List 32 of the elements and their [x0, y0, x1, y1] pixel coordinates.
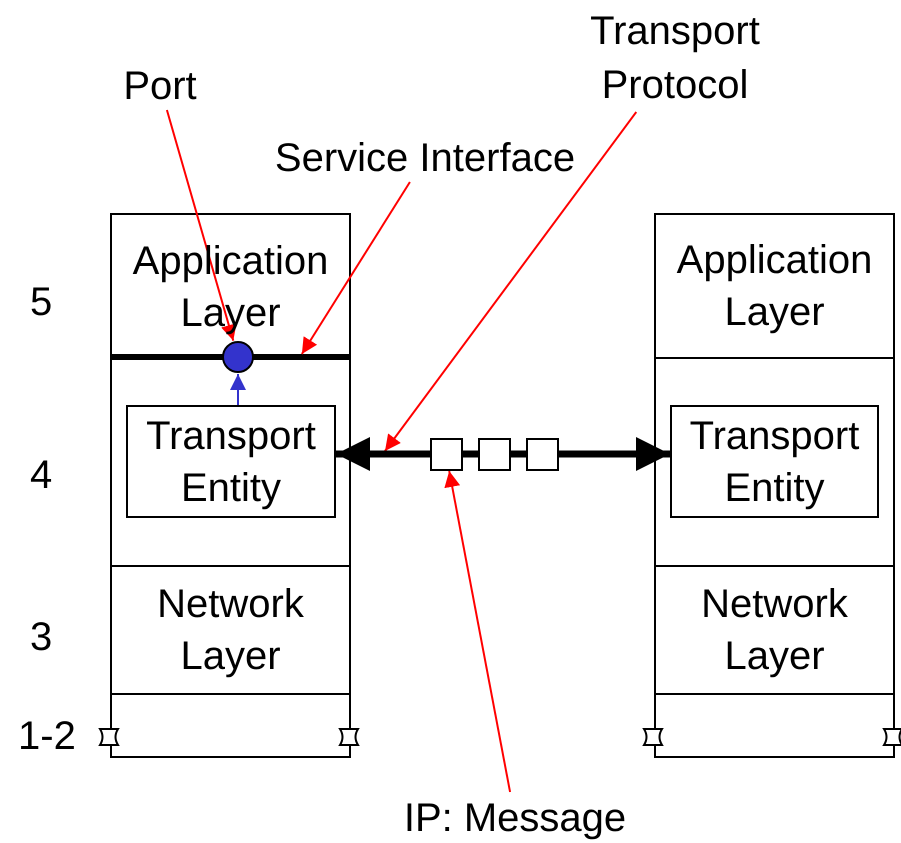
double-arrow — [559, 437, 670, 471]
entity-box — [670, 405, 879, 518]
layer-name: Network Layer — [700, 581, 849, 680]
layer-number: 1-2 — [18, 716, 76, 756]
layer-name: Application Layer — [676, 237, 874, 336]
callout-text: Service Interface — [250, 134, 600, 182]
message-packet — [478, 438, 511, 471]
message-packet — [430, 438, 463, 471]
leader-line — [384, 111, 638, 452]
message-packet — [526, 438, 559, 471]
layer-box — [110, 357, 351, 567]
entity-box — [126, 405, 336, 518]
callout-text: Port — [110, 62, 210, 110]
leader-line — [444, 470, 512, 792]
callout-text: Transport Protocol — [570, 4, 780, 112]
port-circle — [222, 341, 254, 373]
layer-number: 5 — [30, 282, 52, 322]
layer-name: Transport Entity — [145, 412, 317, 512]
layer-box — [654, 565, 895, 695]
layer-box — [110, 693, 351, 758]
callout-text: IP: Message — [370, 792, 660, 843]
layer-number: 3 — [30, 617, 52, 657]
double-arrow — [336, 437, 430, 471]
layer-box — [654, 693, 895, 758]
leader-line — [301, 181, 411, 355]
layer-box — [654, 213, 895, 359]
layer-name: Transport Entity — [688, 412, 860, 512]
layer-name: Network Layer — [156, 581, 305, 680]
layer-box — [110, 565, 351, 695]
layer-number: 4 — [30, 455, 52, 495]
arrow — [230, 374, 246, 405]
layer-box — [654, 357, 895, 567]
